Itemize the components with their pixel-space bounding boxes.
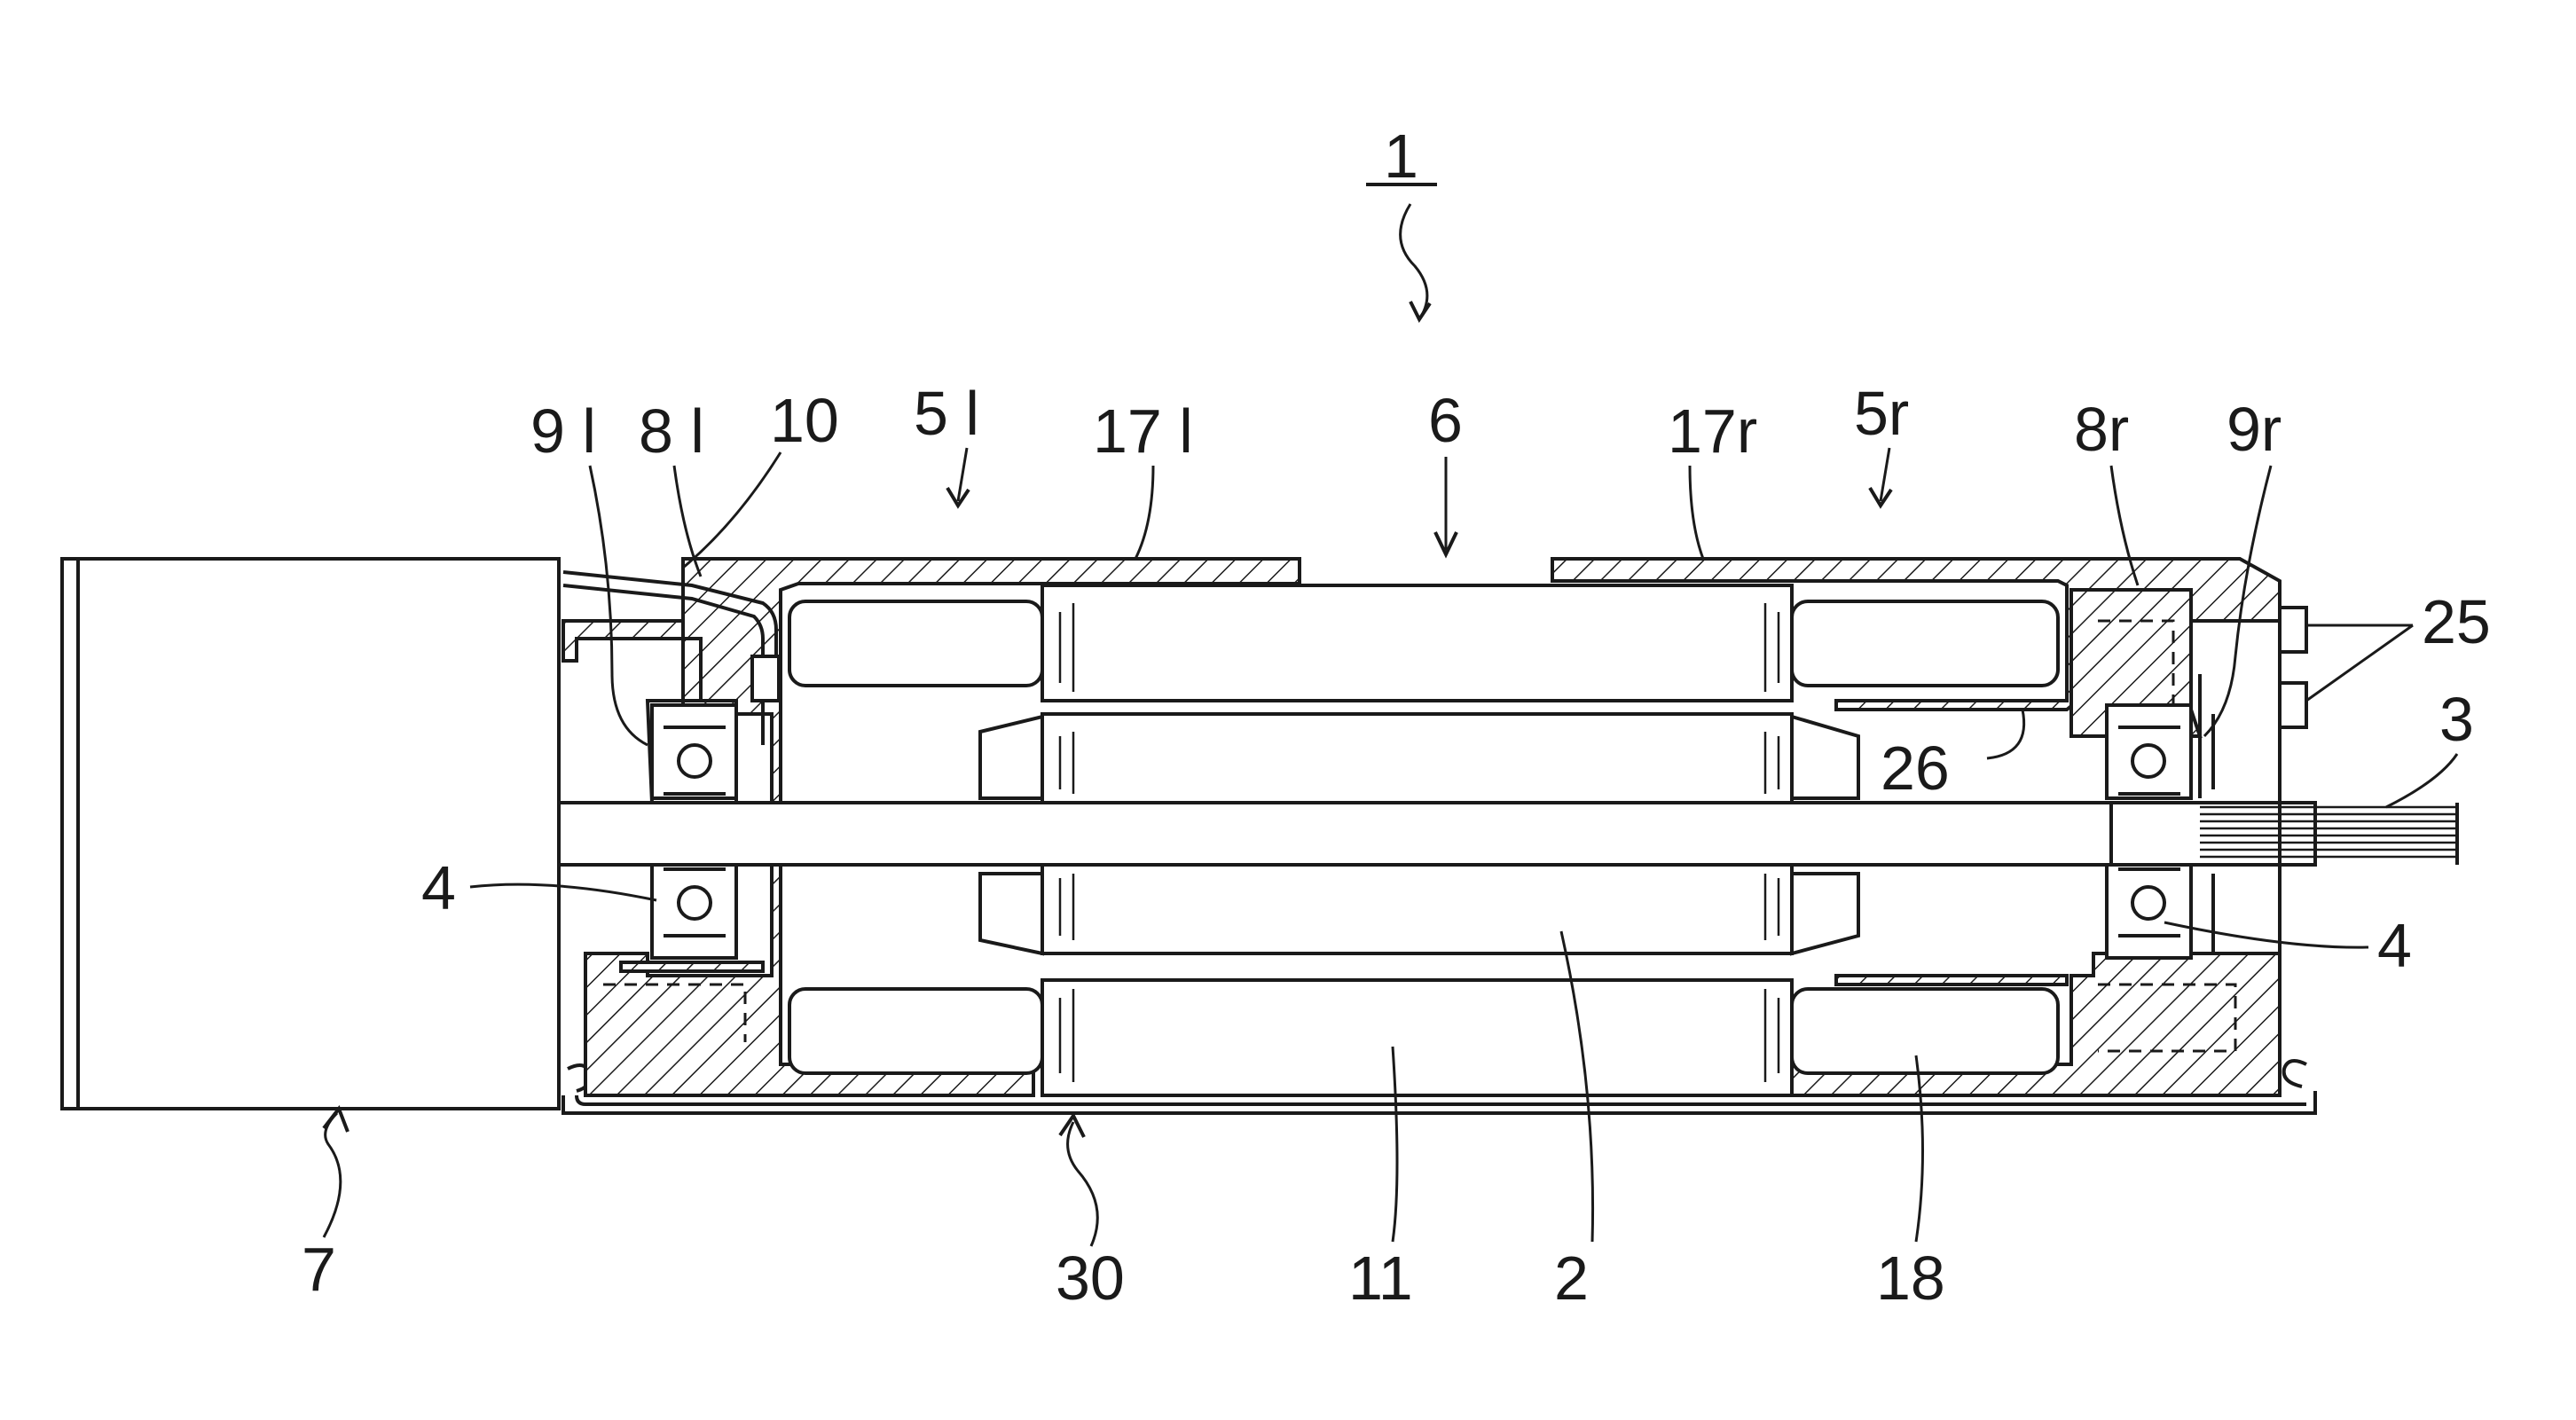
label-3: 3	[2439, 685, 2474, 754]
label-25: 25	[2422, 587, 2491, 656]
label-4-right: 4	[2377, 911, 2412, 980]
shaft-3	[559, 803, 2457, 865]
label-10: 10	[770, 386, 839, 455]
label-1: 1	[1384, 122, 1418, 191]
label-18: 18	[1876, 1243, 1945, 1313]
label-17l: 17 l	[1093, 396, 1193, 466]
label-26: 26	[1881, 734, 1950, 803]
label-8r: 8r	[2074, 395, 2129, 464]
label-5l: 5 l	[914, 379, 979, 448]
connectors-25	[2200, 608, 2306, 953]
label-6: 6	[1428, 386, 1463, 455]
label-2: 2	[1554, 1243, 1589, 1313]
label-7: 7	[302, 1235, 336, 1304]
label-17r: 17r	[1668, 396, 1757, 466]
label-8l: 8 l	[639, 396, 704, 466]
label-9r: 9r	[2227, 395, 2281, 464]
label-9l: 9 l	[530, 396, 596, 466]
label-4-left: 4	[421, 853, 456, 922]
reference-numeral: 1	[1366, 122, 1437, 319]
label-30: 30	[1056, 1243, 1125, 1313]
label-5r: 5r	[1854, 379, 1909, 448]
label-11: 11	[1348, 1243, 1413, 1313]
unit-7	[62, 559, 559, 1109]
